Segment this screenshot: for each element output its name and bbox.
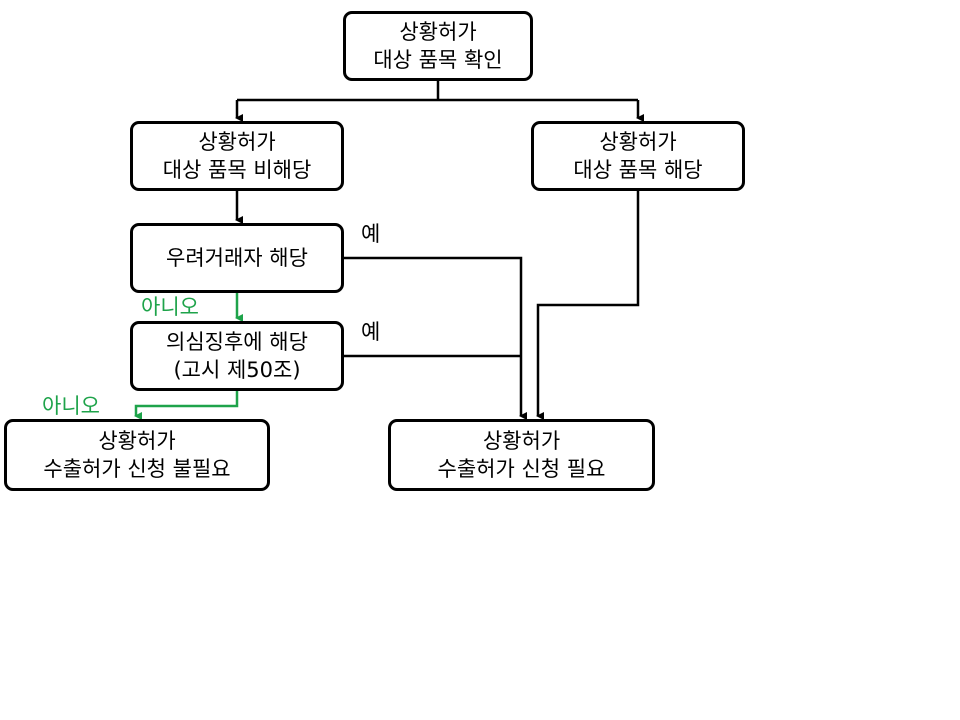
node-not-required-line2: 수출허가 신청 불필요 [43, 457, 231, 481]
label-no-concern: 아니오 [141, 295, 199, 319]
node-not-applicable: 상황허가 대상 품목 비해당 [130, 121, 344, 191]
node-applicable-line2: 대상 품목 해당 [573, 158, 703, 182]
node-check-items-line1: 상황허가 [399, 20, 477, 44]
node-not-applicable-line2: 대상 품목 비해당 [162, 158, 312, 182]
node-applicable: 상황허가 대상 품목 해당 [531, 121, 745, 191]
node-suspicion-line1: 의심징후에 해당 [166, 330, 308, 354]
arrow-concern-yes-to-required [344, 256, 527, 420]
node-suspicion-line2: (고시 제50조) [173, 358, 301, 382]
node-concern-party: 우려거래자 해당 [130, 223, 344, 293]
arrow-suspicion-no-to-not-required [134, 390, 239, 420]
label-yes-suspicion: 예 [361, 320, 381, 344]
node-applicable-line1: 상황허가 [599, 130, 677, 154]
label-no-suspicion: 아니오 [42, 394, 100, 418]
node-not-applicable-line1: 상황허가 [198, 130, 276, 154]
node-not-required: 상황허가 수출허가 신청 불필요 [4, 419, 270, 491]
node-check-items-line2: 대상 품목 확인 [373, 48, 503, 72]
arrow-applicable-to-required [536, 190, 640, 420]
label-yes-concern: 예 [361, 222, 381, 246]
node-concern-party-line1: 우려거래자 해당 [166, 246, 308, 270]
node-required-line1: 상황허가 [482, 429, 561, 453]
node-check-items: 상황허가 대상 품목 확인 [343, 11, 533, 81]
node-required-line2: 수출허가 신청 필요 [437, 457, 606, 481]
node-not-required-line1: 상황허가 [98, 429, 176, 453]
node-suspicion: 의심징후에 해당 (고시 제50조) [130, 321, 344, 391]
node-required: 상황허가 수출허가 신청 필요 [388, 419, 655, 491]
